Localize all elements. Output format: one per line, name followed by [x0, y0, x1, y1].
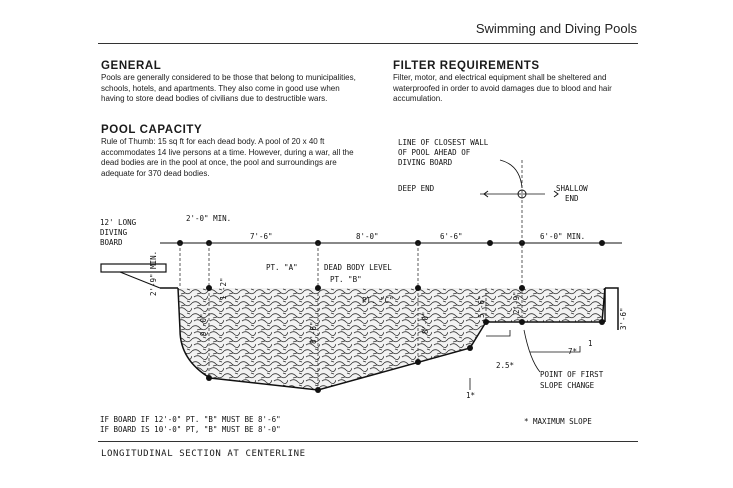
top-divider	[98, 43, 638, 44]
capacity-heading: POOL CAPACITY	[101, 124, 203, 136]
board-label-1: 12' LONG	[100, 218, 137, 227]
filter-heading: FILTER REQUIREMENTS	[393, 60, 540, 72]
filter-text: Filter, motor, and electrical equipment …	[393, 73, 612, 103]
vdim-8-0: 8'-0"	[421, 311, 430, 334]
dim-8-0: 8'-0"	[356, 232, 379, 241]
general-heading: GENERAL	[101, 60, 162, 72]
vdim-3-6: 3'-6"	[619, 307, 628, 330]
vdim-1-2: 1'-2"	[219, 277, 228, 300]
deep-end-label: DEEP END	[398, 184, 435, 193]
slope-1b: 1*	[466, 391, 475, 400]
board-label-3: BOARD	[100, 238, 123, 247]
dim-7-6: 7'-6"	[250, 232, 273, 241]
first-slope-2: SLOPE CHANGE	[540, 381, 595, 390]
capacity-text: Rule of Thumb: 15 sq ft for each dead bo…	[101, 137, 354, 178]
vdim-8-6: 8'-6"	[309, 321, 318, 344]
pt-c-label: PT. "C"	[362, 296, 394, 305]
shallow-end-label-2: END	[565, 194, 579, 203]
first-slope-1: POINT OF FIRST	[540, 370, 604, 379]
vdim-2-9: 2'-9"	[512, 291, 521, 314]
note-1: IF BOARD IF 12'-0" PT. "B" MUST BE 8'-6"	[100, 415, 281, 424]
slope-7: 7*	[568, 347, 577, 356]
bottom-divider	[98, 441, 638, 442]
wall-note-1: LINE OF CLOSEST WALL	[398, 138, 489, 147]
pool-outline	[177, 287, 606, 391]
dim-6-0-min: 6'-0" MIN.	[540, 232, 585, 241]
note-2: IF BOARD IS 10'-0" PT, "B" MUST BE 8'-0"	[100, 425, 281, 434]
pt-b-label: PT. "B"	[330, 275, 362, 284]
dim-6-6: 6'-6"	[440, 232, 463, 241]
min-dim-label: 2'-0" MIN.	[186, 214, 231, 223]
general-text: Pools are generally considered to be tho…	[101, 73, 356, 103]
slope-2-5: 2.5*	[496, 361, 514, 370]
dead-body-level-label: DEAD BODY LEVEL	[324, 263, 392, 272]
board-label-2: DIVING	[100, 228, 128, 237]
vdim-9-0: 9'-0"	[199, 313, 208, 336]
slope-1: 1	[588, 339, 593, 348]
vdim-2-9-min: 2'-9" MIN.	[149, 251, 158, 296]
dead-body-fill	[178, 288, 605, 390]
pt-a-label: PT. "A"	[266, 263, 298, 272]
max-slope-note: * MAXIMUM SLOPE	[524, 417, 592, 426]
wall-note-2: OF POOL AHEAD OF	[398, 148, 471, 157]
vdim-5-6: 5'-6"	[477, 295, 486, 318]
section-caption: LONGITUDINAL SECTION AT CENTERLINE	[101, 449, 306, 459]
pool-deck	[160, 287, 619, 330]
page-title: Swimming and Diving Pools	[475, 21, 637, 36]
shallow-end-label-1: SHALLOW	[556, 184, 588, 193]
diving-board	[100, 263, 167, 273]
wall-note-3: DIVING BOARD	[398, 158, 453, 167]
